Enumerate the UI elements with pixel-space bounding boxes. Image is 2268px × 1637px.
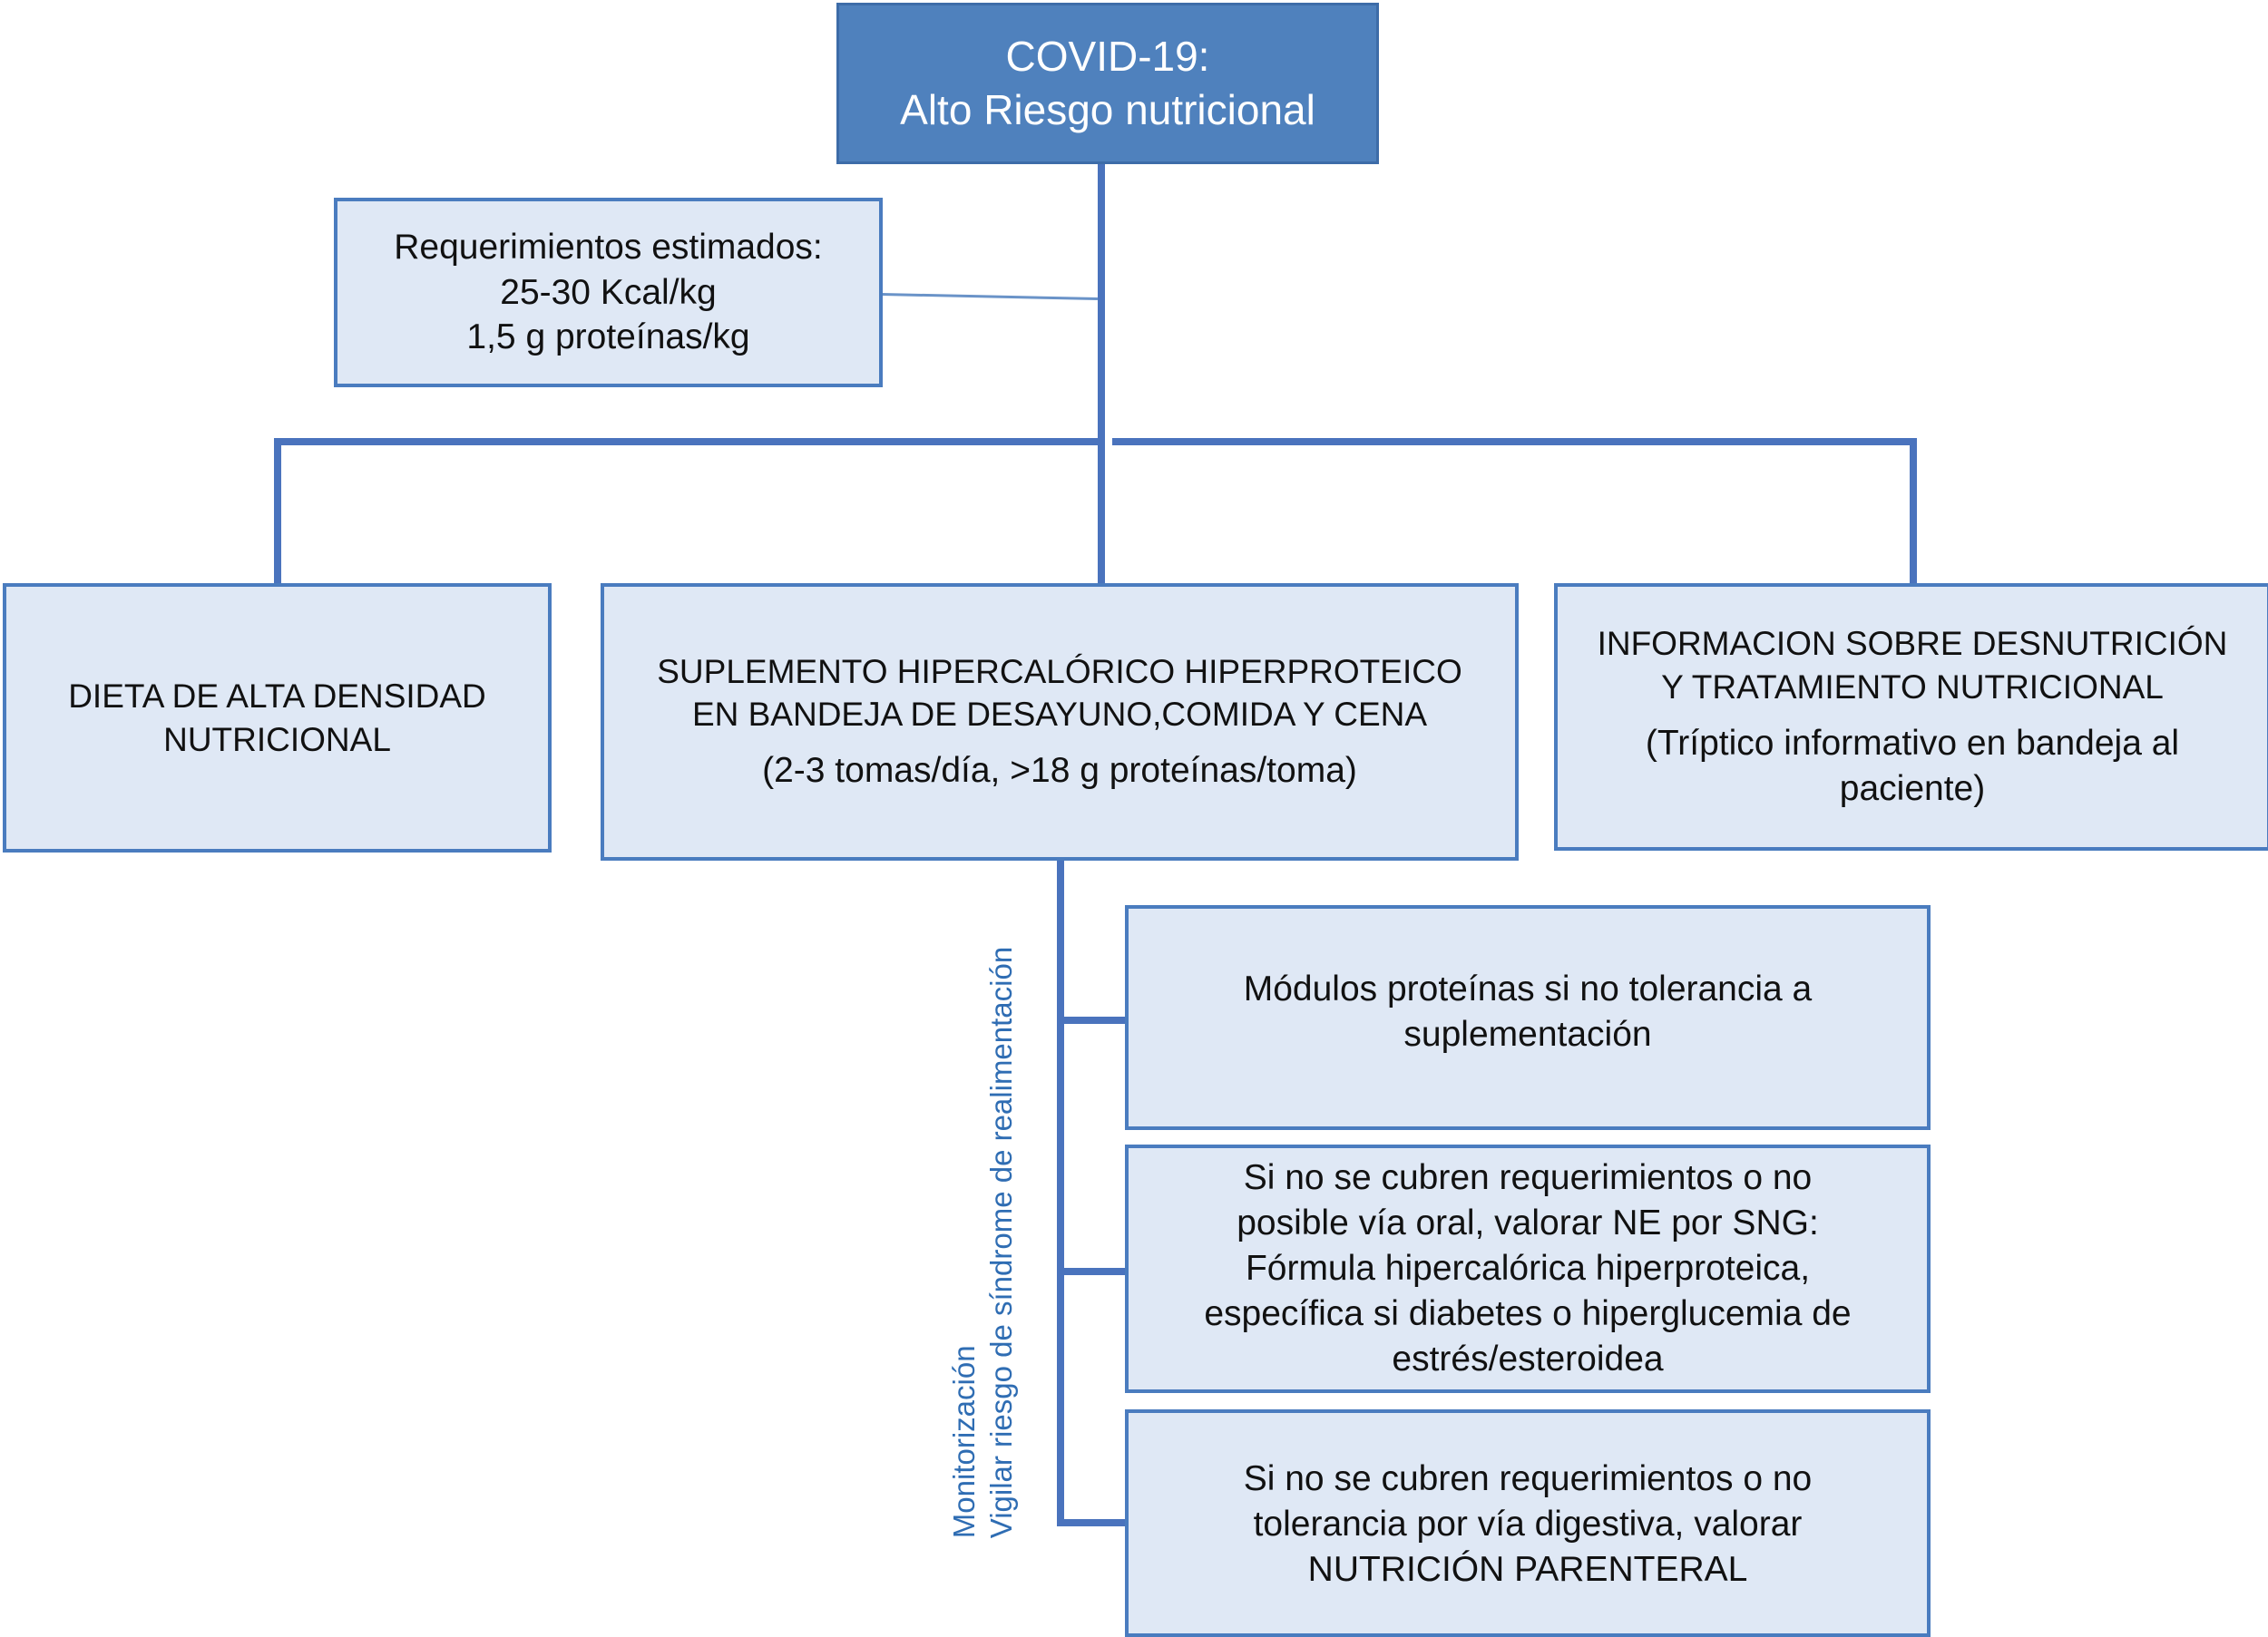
supplement-line-2: EN BANDEJA DE DESAYUNO,COMIDA Y CENA: [691, 696, 1428, 734]
protein-modules-line-2: suplementación: [1403, 1014, 1652, 1054]
diet-drop-connector: [274, 438, 281, 585]
supplement-line-1: SUPLEMENTO HIPERCALÓRICO HIPERPROTEICO: [657, 652, 1462, 690]
estimated-requirements-box: Requerimientos estimados: 25-30 Kcal/kg …: [334, 198, 883, 387]
supplement-dosage-note: (2-3 tomas/día, >18 g proteínas/toma): [762, 751, 1357, 791]
enteral-nutrition-box: Si no se cubren requerimientos o no posi…: [1125, 1145, 1931, 1393]
header-line-2: Alto Riesgo nutricional: [900, 86, 1315, 133]
information-note-2: paciente): [1839, 768, 1986, 808]
monitoring-label: Monitorización Vigilar riesgo de síndrom…: [945, 947, 1021, 1538]
trunk-connector: [1098, 163, 1105, 594]
escalation-connector-3: [1057, 1519, 1125, 1526]
information-note-1: (Tríptico informativo en bandeja al: [1645, 723, 2180, 763]
diet-line-1: DIETA DE ALTA DENSIDAD: [68, 677, 486, 716]
monitoring-line-2: Vigilar riesgo de síndrome de realimenta…: [984, 946, 1018, 1539]
information-line-2: Y TRATAMIENTO NUTRICIONAL: [1661, 667, 2164, 706]
information-line-1: INFORMACION SOBRE DESNUTRICIÓN: [1597, 625, 2228, 663]
parenteral-line-1: Si no se cubren requerimientos o no: [1243, 1459, 1813, 1498]
diet-line-2: NUTRICIONAL: [163, 720, 391, 758]
enteral-line-5: estrés/esteroidea: [1392, 1339, 1664, 1379]
branch-connector-left: [274, 438, 1098, 445]
parenteral-line-3: NUTRICIÓN PARENTERAL: [1307, 1549, 1748, 1589]
parenteral-line-2: tolerancia por vía digestiva, valorar: [1253, 1504, 1803, 1544]
monitoring-line-1: Monitorización: [946, 1345, 981, 1539]
malnutrition-information-box: INFORMACION SOBRE DESNUTRICIÓN Y TRATAMI…: [1554, 583, 2268, 851]
enteral-line-3: Fórmula hipercalórica hiperproteica,: [1245, 1249, 1811, 1289]
high-density-diet-box: DIETA DE ALTA DENSIDAD NUTRICIONAL: [3, 583, 552, 853]
escalation-connector-1: [1057, 1017, 1125, 1024]
escalation-connector-2: [1057, 1268, 1125, 1275]
branch-connector-right: [1112, 438, 1917, 445]
covid-high-risk-header: COVID-19: Alto Riesgo nutricional: [836, 3, 1379, 164]
supplement-box: SUPLEMENTO HIPERCALÓRICO HIPERPROTEICO E…: [601, 583, 1519, 861]
parenteral-nutrition-box: Si no se cubren requerimientos o no tole…: [1125, 1409, 1931, 1637]
requirements-protein: 1,5 g proteínas/kg: [466, 317, 750, 357]
protein-modules-box: Módulos proteínas si no tolerancia a sup…: [1125, 905, 1931, 1130]
requirements-title: Requerimientos estimados:: [394, 227, 823, 267]
enteral-line-4: específica si diabetes o hiperglucemia d…: [1204, 1293, 1852, 1333]
protein-modules-line-1: Módulos proteínas si no tolerancia a: [1243, 970, 1813, 1009]
enteral-line-1: Si no se cubren requerimientos o no: [1243, 1158, 1813, 1198]
escalation-spine-connector: [1057, 857, 1064, 1526]
enteral-line-2: posible vía oral, valorar NE por SNG:: [1237, 1203, 1819, 1243]
requirements-kcal: 25-30 Kcal/kg: [500, 272, 717, 312]
requirements-connector: [881, 293, 1098, 300]
header-line-1: COVID-19:: [1005, 33, 1210, 81]
information-drop-connector: [1910, 438, 1917, 585]
